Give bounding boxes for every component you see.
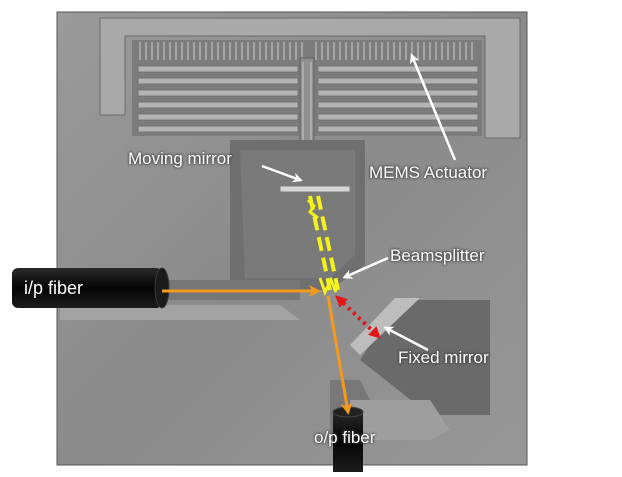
moving-mirror-label: Moving mirror [128, 149, 232, 168]
op-fiber-label: o/p fiber [314, 428, 376, 447]
output-beam [326, 295, 353, 415]
sem-image [12, 11, 528, 472]
ip-fiber-label: i/p fiber [24, 278, 84, 298]
moving-mirror-beam [308, 195, 332, 291]
annotation-arrows [261, 53, 457, 352]
fixed-mirror-beam [335, 295, 381, 339]
beam-paths [162, 195, 381, 415]
moving-mirror-arrow [261, 164, 303, 183]
beamsplitter-marker [318, 276, 338, 296]
mems-actuator-arrow [410, 53, 457, 161]
fixed-mirror-arrow [383, 326, 429, 352]
beamsplitter-arrow [342, 256, 389, 279]
mems-actuator-structure [99, 17, 521, 189]
fixed-mirror-label: Fixed mirror [398, 348, 489, 367]
input-fiber [12, 267, 170, 309]
beamsplitter-label: Beamsplitter [390, 246, 485, 265]
mems-actuator-label: MEMS Actuator [369, 163, 488, 182]
